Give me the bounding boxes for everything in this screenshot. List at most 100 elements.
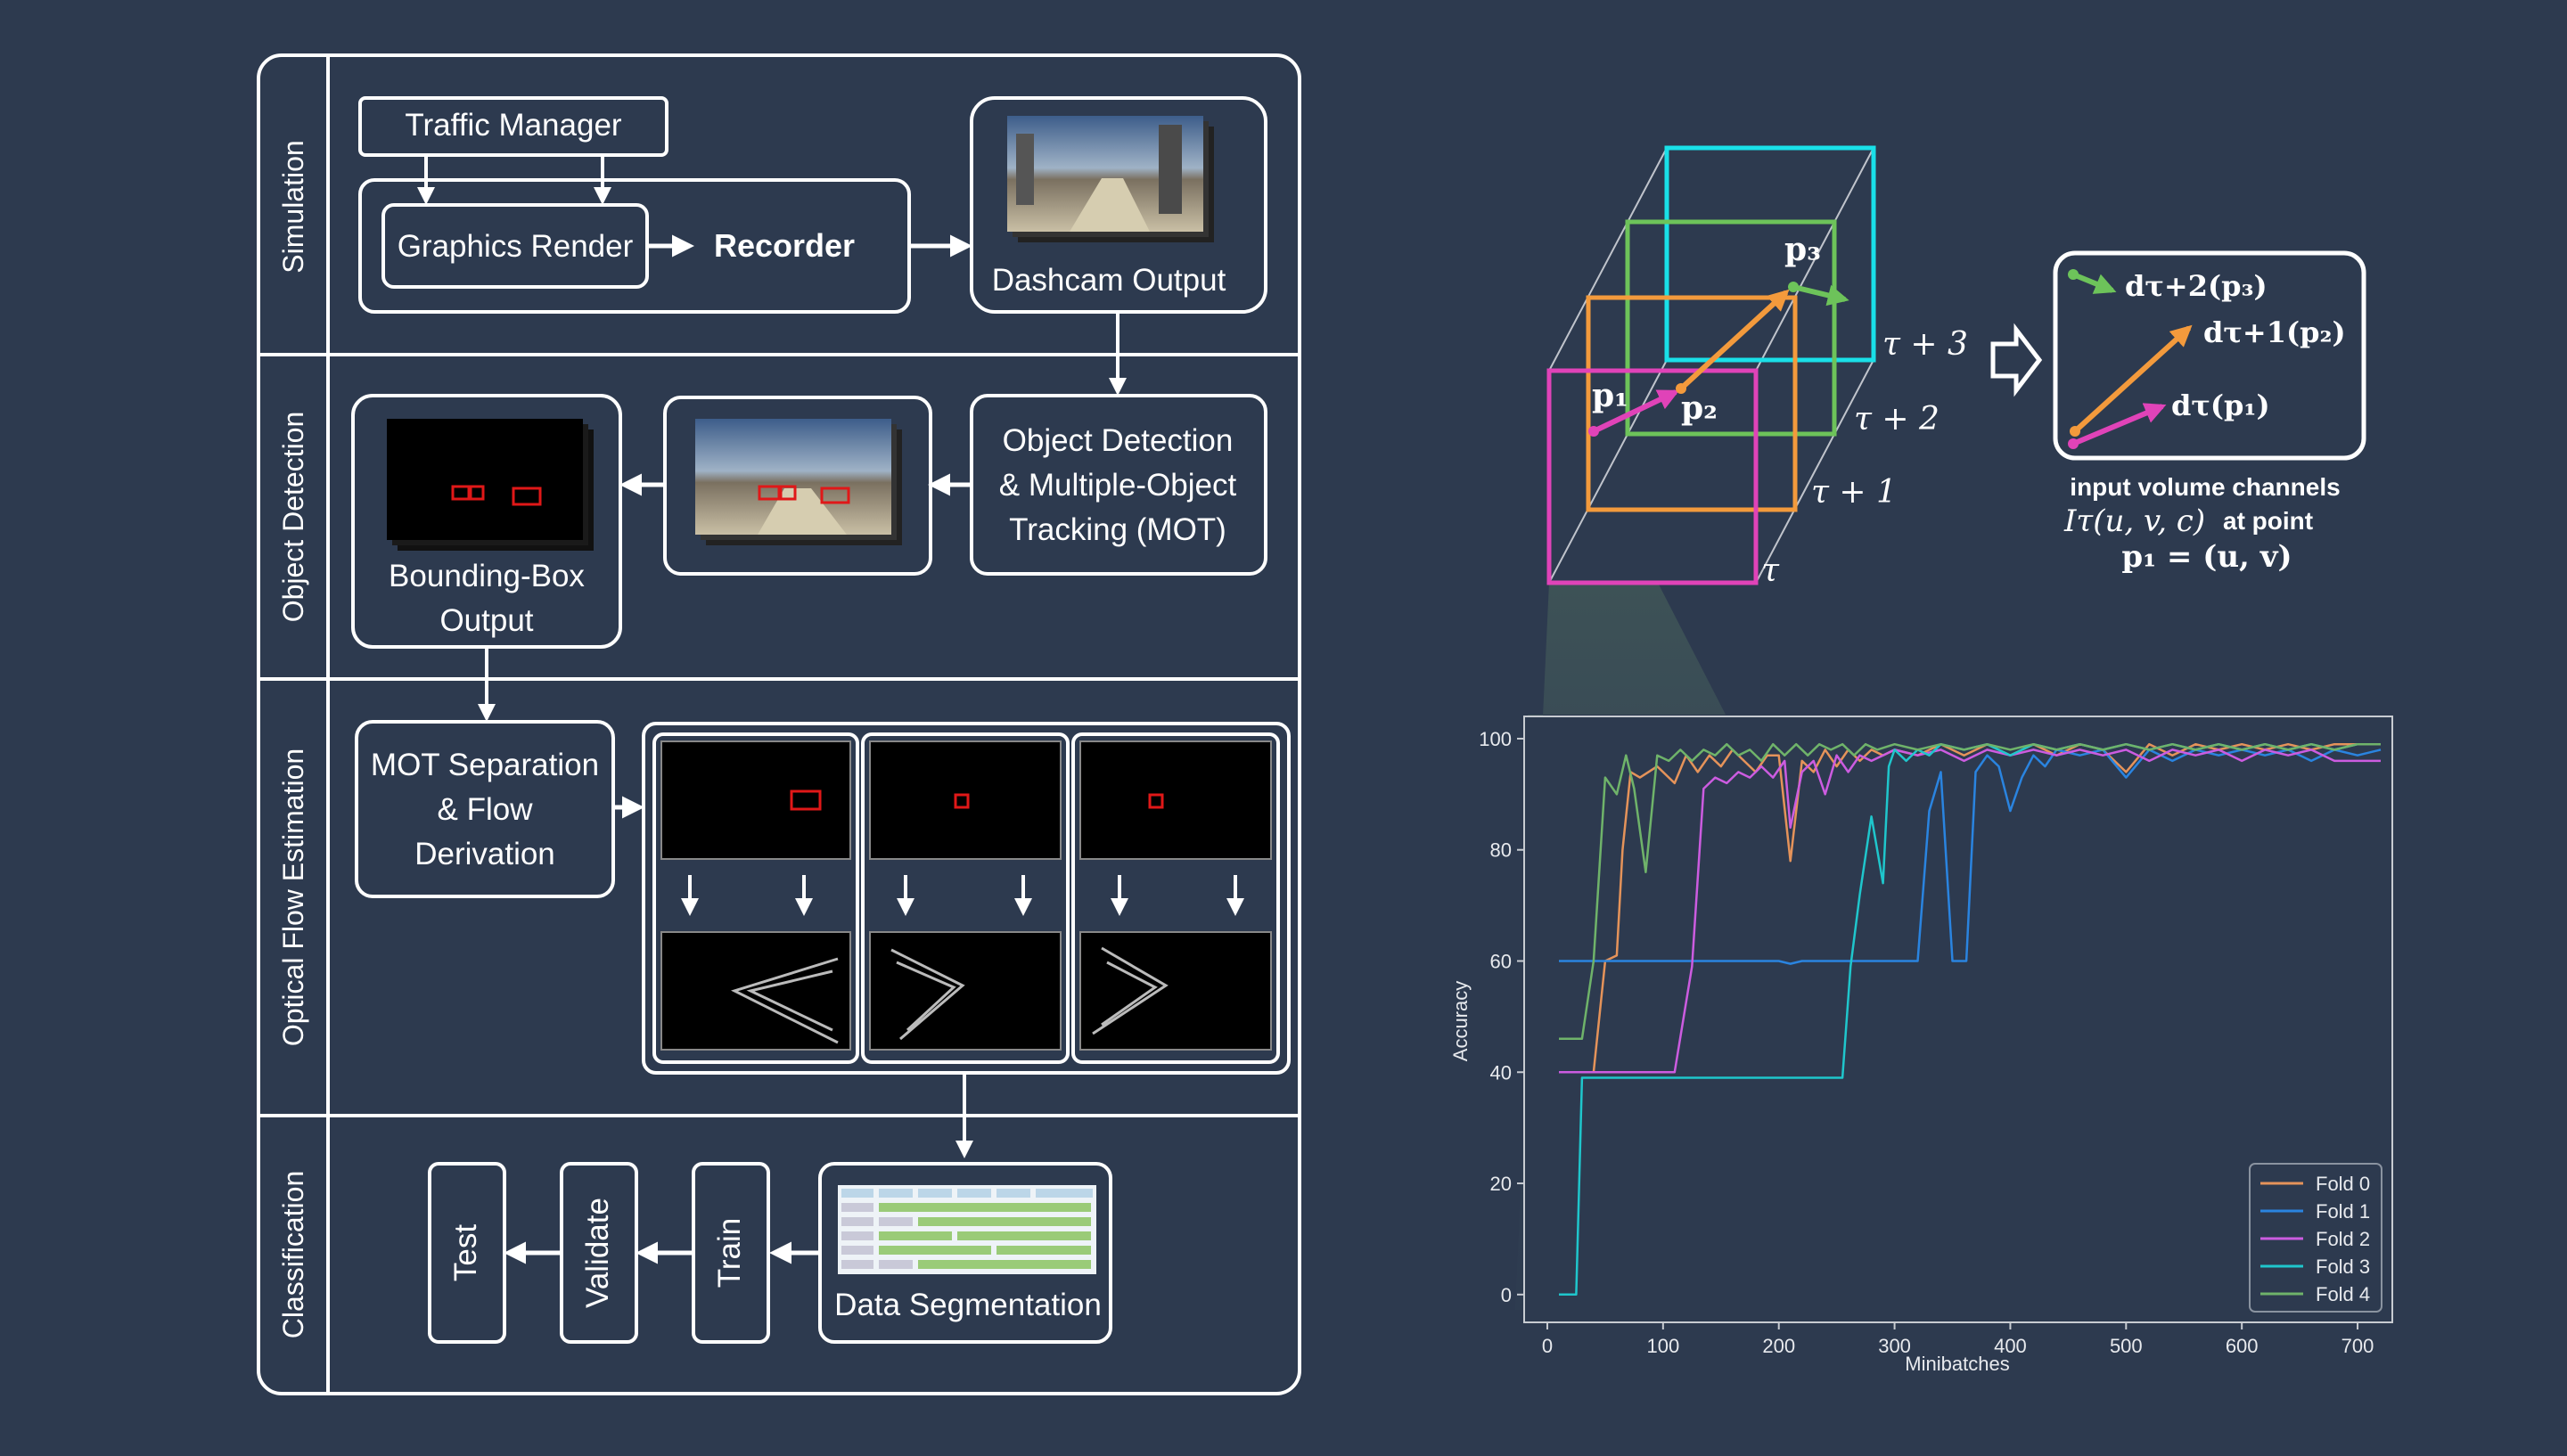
vector-green bbox=[1792, 284, 1849, 307]
y-axis-label: Accuracy bbox=[1449, 981, 1472, 1061]
x-tick-label: 0 bbox=[1542, 1335, 1553, 1357]
point-marker bbox=[2070, 426, 2080, 437]
section-label-object-detection: Object Detection bbox=[277, 412, 309, 623]
accuracy-chart: 0 20 40 60 80 100 0 100 200 300 400 500 600 700 Accu… bbox=[1449, 716, 2393, 1375]
pipeline-frame bbox=[257, 53, 1301, 1395]
implies-arrow-icon bbox=[1990, 323, 2043, 397]
train-label: Train bbox=[712, 1218, 747, 1288]
flow-panel-2 bbox=[861, 732, 1070, 1064]
x-tick-label: 100 bbox=[1646, 1335, 1679, 1357]
legend-label: Fold 1 bbox=[2316, 1200, 2370, 1223]
series-line-fold-1 bbox=[1559, 748, 2382, 965]
segmentation-table-image bbox=[838, 1185, 1096, 1274]
y-axis-ticks: 0 20 40 60 80 100 bbox=[1479, 728, 1524, 1306]
dashcam-frames-image bbox=[1007, 116, 1214, 242]
point-marker bbox=[1676, 383, 1686, 394]
point-marker bbox=[1788, 282, 1799, 292]
volume-diagram: p₁ p₂ p₃ τ + 3 τ + 2 τ + 1 τ dτ+2(p₃) dτ… bbox=[1515, 145, 2366, 1310]
series-line-fold-2 bbox=[1559, 748, 2381, 1074]
vector-magenta bbox=[1592, 389, 1680, 434]
graphics-render-label: Graphics Render bbox=[398, 229, 634, 264]
test-label: Test bbox=[448, 1224, 483, 1281]
point-marker bbox=[1588, 426, 1599, 437]
y-tick-label: 40 bbox=[1490, 1061, 1512, 1084]
section-label-optical-flow: Optical Flow Estimation bbox=[277, 748, 309, 1046]
frame-tau bbox=[1546, 368, 1759, 585]
caption-at-point: at point bbox=[2223, 507, 2313, 535]
validate-label: Validate bbox=[580, 1198, 615, 1308]
flow-panel-1 bbox=[652, 732, 859, 1064]
x-tick-label: 300 bbox=[1878, 1335, 1911, 1357]
vector-orange-sample bbox=[2072, 324, 2193, 434]
tau-label-3: τ + 3 bbox=[1882, 326, 1968, 363]
x-tick-label: 600 bbox=[2226, 1335, 2259, 1357]
object-detection-line-3: Tracking (MOT) bbox=[1009, 512, 1226, 547]
data-segmentation-label: Data Segmentation bbox=[834, 1288, 1102, 1322]
point-marker bbox=[2068, 438, 2079, 449]
flow-panel-3 bbox=[1071, 732, 1280, 1064]
object-detection-line-1: Object Detection bbox=[1003, 423, 1234, 458]
dashcam-output-label: Dashcam Output bbox=[992, 263, 1226, 298]
mot-separation-line-1: MOT Separation bbox=[371, 748, 599, 782]
y-tick-label: 20 bbox=[1490, 1173, 1512, 1195]
tau-label-1: τ + 1 bbox=[1811, 474, 1897, 511]
pipeline-diagram: Simulation Object Detection Optical Flow… bbox=[257, 53, 1301, 1395]
caption-line-3: p₁ = (u, v) bbox=[2121, 539, 2292, 575]
y-tick-label: 100 bbox=[1479, 728, 1512, 750]
x-axis-label: Minibatches bbox=[1905, 1353, 2009, 1375]
series-lines bbox=[1559, 742, 2382, 1296]
mot-separation-line-2: & Flow bbox=[438, 792, 534, 827]
series-line-fold-0 bbox=[1559, 742, 2381, 1074]
tau-label-0: τ bbox=[1761, 552, 1780, 589]
x-tick-label: 700 bbox=[2341, 1335, 2374, 1357]
section-label-classification: Classification bbox=[277, 1171, 309, 1339]
bbox-frames-image bbox=[387, 419, 594, 551]
x-tick-label: 500 bbox=[2110, 1335, 2143, 1357]
flow-label-d-tau1: dτ+1(p₂) bbox=[2203, 315, 2346, 349]
recorder-label: Recorder bbox=[714, 227, 855, 264]
point-label-p2: p₂ bbox=[1681, 389, 1718, 427]
point-label-p3: p₃ bbox=[1784, 231, 1821, 268]
graphics-render-box bbox=[381, 203, 649, 289]
point-marker bbox=[2068, 269, 2079, 280]
chart-legend: Fold 0 Fold 1 Fold 2 Fold 3 Fold 4 bbox=[2249, 1163, 2382, 1313]
perspective-lines bbox=[1548, 147, 1874, 584]
frame-tau-plus-3 bbox=[1664, 145, 1876, 363]
legend-label: Fold 3 bbox=[2316, 1256, 2370, 1278]
legend-label: Fold 4 bbox=[2316, 1283, 2370, 1305]
mot-separation-line-3: Derivation bbox=[414, 837, 555, 871]
series-line-fold-4 bbox=[1559, 742, 2381, 1041]
flow-label-d-tau2: dτ+2(p₃) bbox=[2125, 269, 2268, 303]
flow-vectors-box bbox=[2053, 250, 2366, 461]
legend-label: Fold 2 bbox=[2316, 1228, 2370, 1250]
y-tick-label: 60 bbox=[1490, 950, 1512, 972]
test-box bbox=[428, 1162, 506, 1344]
x-axis-ticks: 0 100 200 300 400 500 600 700 bbox=[1542, 1322, 2374, 1357]
legend-items: Fold 0 Fold 1 Fold 2 Fold 3 Fold 4 bbox=[2260, 1173, 2370, 1305]
vector-green-sample bbox=[2071, 272, 2117, 294]
traffic-manager-box bbox=[358, 96, 668, 157]
y-tick-label: 80 bbox=[1490, 839, 1512, 862]
frame-tau-plus-1 bbox=[1586, 295, 1798, 512]
x-tick-label: 400 bbox=[1994, 1335, 2027, 1357]
detection-frames-image bbox=[695, 419, 902, 545]
plot-area bbox=[1523, 716, 2393, 1323]
y-tick-label: 0 bbox=[1501, 1284, 1512, 1306]
vector-magenta-sample bbox=[2071, 403, 2167, 446]
frame-tau-plus-2 bbox=[1625, 219, 1837, 437]
flow-label-d-tau: dτ(p₁) bbox=[2171, 389, 2270, 422]
x-tick-label: 200 bbox=[1762, 1335, 1795, 1357]
legend-label: Fold 0 bbox=[2316, 1173, 2370, 1195]
tau-label-2: τ + 2 bbox=[1854, 401, 1940, 438]
traffic-manager-label: Traffic Manager bbox=[405, 108, 621, 143]
caption-line-1: input volume channels bbox=[2070, 473, 2340, 501]
legend-box bbox=[2249, 1163, 2382, 1313]
bbox-output-line-2: Output bbox=[439, 603, 533, 638]
point-label-p1: p₁ bbox=[1592, 377, 1628, 414]
bbox-output-line-1: Bounding-Box bbox=[389, 559, 585, 593]
vector-orange bbox=[1678, 289, 1790, 391]
object-detection-line-2: & Multiple-Object bbox=[999, 468, 1237, 503]
caption-intensity: Iτ(u, v, c) bbox=[2063, 503, 2205, 539]
section-label-simulation: Simulation bbox=[277, 140, 309, 273]
